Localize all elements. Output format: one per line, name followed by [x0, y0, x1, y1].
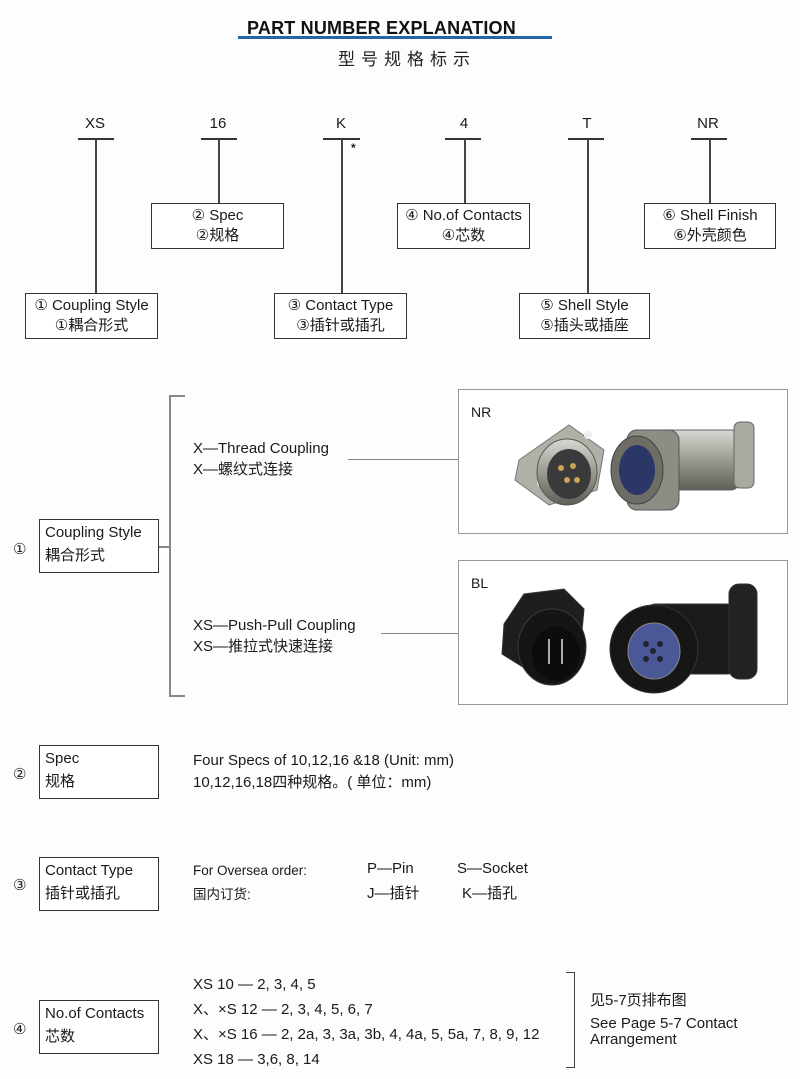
- section-title-box: No.of Contacts 芯数: [39, 1000, 159, 1054]
- spec-line-zh: 10,12,16,18四种规格。( 单位：mm): [193, 774, 432, 791]
- bracket-bottom: [169, 695, 185, 697]
- section-number: ②: [13, 766, 27, 783]
- option-thread-en: X—Thread Coupling: [193, 440, 329, 457]
- title-zh: 芯数: [45, 1028, 76, 1045]
- title-zh: 耦合形式: [45, 547, 106, 564]
- leader-line: [381, 633, 458, 634]
- label-box-contact-type: ③ Contact Type ③插针或插孔: [274, 293, 407, 339]
- bracket-line: [169, 395, 171, 696]
- option-push-pull-zh: XS—推拉式快速连接: [193, 638, 334, 655]
- contacts-row: XS 18 — 3,6, 8, 14: [193, 1051, 320, 1068]
- socket-code-zh: K—插孔: [462, 885, 518, 902]
- label-zh: ④芯数: [441, 227, 486, 244]
- pin-code: P—Pin: [367, 860, 414, 877]
- contacts-bracket: [566, 972, 575, 1068]
- section-title-box: Spec 规格: [39, 745, 159, 799]
- code-spec: 16: [209, 115, 227, 132]
- image-label-bl: BL: [471, 575, 489, 591]
- connector-line: [709, 139, 711, 203]
- connector-line: [341, 139, 343, 294]
- bracket-top: [169, 395, 185, 397]
- connector-line: [464, 139, 466, 203]
- label-box-coupling-style: ① Coupling Style ①耦合形式: [25, 293, 158, 339]
- page-subtitle: 型号规格标示: [338, 50, 476, 70]
- label-zh: ①耦合形式: [54, 317, 129, 334]
- option-push-pull-en: XS—Push-Pull Coupling: [193, 617, 356, 634]
- label-zh: ⑥外壳颜色: [673, 227, 747, 244]
- contact-arrangement-note-zh: 见5-7页排布图: [590, 992, 687, 1009]
- connector-image-bl: BL: [458, 560, 788, 705]
- label-zh: ⑤插头或插座: [540, 317, 629, 334]
- title-zh: 插针或插孔: [45, 885, 121, 902]
- code-coupling: XS: [84, 115, 105, 132]
- black-push-pull-connector-icon: [501, 583, 758, 694]
- connector-line: [218, 139, 220, 203]
- contacts-row: X、×S 12 — 2, 3, 4, 5, 6, 7: [193, 1001, 373, 1018]
- label-box-shell-finish: ⑥ Shell Finish ⑥外壳颜色: [644, 203, 776, 249]
- contact-arrangement-note-en: See Page 5-7 Contact Arrangement: [590, 1016, 738, 1048]
- pin-code-zh: J—插针: [367, 885, 420, 902]
- title-underline: [238, 36, 552, 39]
- spec-line-en: Four Specs of 10,12,16 &18 (Unit: mm): [193, 752, 454, 769]
- title-en: No.of Contacts: [45, 1005, 145, 1022]
- code-bar: [445, 138, 481, 140]
- note-en-line1: See Page 5-7 Contact: [590, 1015, 738, 1032]
- section-number: ④: [13, 1021, 27, 1038]
- section-title-box: Contact Type 插针或插孔: [39, 857, 159, 911]
- oversea-order-label: For Oversea order:: [193, 863, 308, 878]
- title-en: Coupling Style: [45, 524, 142, 541]
- label-en: ④ No.of Contacts: [405, 207, 522, 224]
- label-box-shell-style: ⑤ Shell Style ⑤插头或插座: [519, 293, 650, 339]
- label-en: ③ Contact Type: [287, 297, 394, 314]
- leader-line: [348, 459, 458, 460]
- label-en: ② Spec: [191, 207, 244, 224]
- bracket-stem: [159, 546, 169, 548]
- code-shell-style: T: [582, 115, 592, 132]
- label-en: ⑤ Shell Style: [540, 297, 629, 314]
- silver-thread-connector-icon: [514, 421, 755, 511]
- note-en-line2: Arrangement: [590, 1031, 677, 1048]
- contacts-row: X、×S 16 — 2, 2a, 3, 3a, 3b, 4, 4a, 5, 5a…: [193, 1026, 540, 1043]
- label-zh: ③插针或插孔: [296, 317, 385, 334]
- label-box-no-of-contacts: ④ No.of Contacts ④芯数: [397, 203, 530, 249]
- label-box-spec: ② Spec ②规格: [151, 203, 284, 249]
- code-shell-finish: NR: [697, 115, 719, 132]
- label-en: ① Coupling Style: [34, 297, 149, 314]
- connector-line: [587, 139, 589, 294]
- label-en: ⑥ Shell Finish: [662, 207, 758, 224]
- domestic-order-label: 国内订货:: [193, 887, 251, 902]
- title-zh: 规格: [45, 773, 76, 790]
- page-title: PART NUMBER EXPLANATION: [247, 18, 516, 38]
- code-contact-type: K: [335, 115, 346, 132]
- option-thread-zh: X—螺纹式连接: [193, 461, 294, 478]
- socket-code: S—Socket: [457, 860, 528, 877]
- section-title-box: Coupling Style 耦合形式: [39, 519, 159, 573]
- code-contacts: 4: [459, 115, 469, 132]
- section-number: ③: [13, 877, 27, 894]
- title-en: Contact Type: [45, 862, 134, 879]
- section-number: ①: [13, 541, 27, 558]
- label-zh: ②规格: [195, 227, 240, 244]
- contacts-row: XS 10 — 2, 3, 4, 5: [193, 976, 316, 993]
- title-en: Spec: [45, 750, 80, 767]
- code-bar: [568, 138, 604, 140]
- image-label-nr: NR: [471, 404, 492, 420]
- connector-image-nr: NR: [458, 389, 788, 534]
- connector-line: [95, 139, 97, 294]
- asterisk-note-mark: *: [351, 141, 356, 155]
